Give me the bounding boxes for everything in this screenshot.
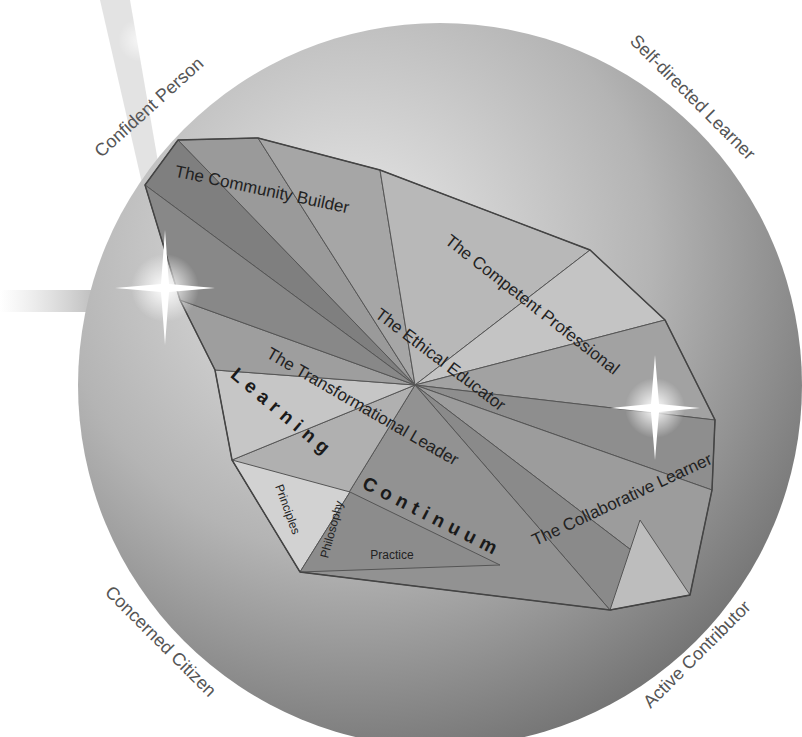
sparkles	[115, 18, 700, 460]
facet-foundation: Practice	[370, 549, 413, 562]
gem	[145, 138, 715, 610]
sphere	[78, 23, 802, 737]
